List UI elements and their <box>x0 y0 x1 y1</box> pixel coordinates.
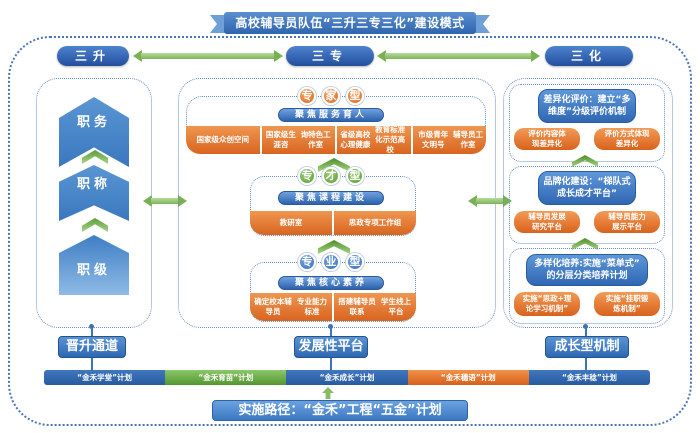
diagram-title: 高校辅导员队伍“三升三专三化”建设模式 <box>224 12 476 34</box>
focus-core: 聚焦核心素养 <box>278 276 384 290</box>
brand-building: 品牌化建设：“梯队式成长成才平台” <box>538 171 636 205</box>
footer-promotion-channel: 晋升通道 <box>58 336 126 358</box>
footer-development-platform: 发展性平台 <box>294 336 368 358</box>
badge-char: 型 <box>346 253 364 271</box>
connector-dot <box>583 324 588 329</box>
connector-line <box>91 358 93 370</box>
expert-items: 国家级众创空间 国家级生涯咨询特色工作室 省级高校心理健康教育标准化示范高校 市… <box>186 126 486 154</box>
plan-jinhe-yumiao: “金禾育苗”计划 <box>165 370 287 385</box>
plan-jinhe-xuetang: “金禾学堂”计划 <box>44 370 166 385</box>
badge-char: 业 <box>322 253 340 271</box>
diverse-group <box>509 248 665 324</box>
plan-jinhe-fengren: “金禾丰稔”计划 <box>528 370 650 385</box>
expert-item: 国家级众创空间 <box>186 126 262 154</box>
connector-line <box>585 358 587 370</box>
connector-line <box>330 328 332 338</box>
connector-dot <box>89 324 94 329</box>
double-arrow-right-top <box>377 50 540 62</box>
connector-dot <box>328 324 333 329</box>
diff-sub: 评价内容体现差异化 <box>514 128 580 150</box>
double-arrow-right-mid <box>468 195 512 207</box>
plan-jinhe-suiyu: “金禾穗语”计划 <box>407 370 529 385</box>
brand-sub: 辅导员发展研究平台 <box>514 211 580 233</box>
badge-char: 型 <box>346 87 364 105</box>
connector-line <box>91 328 93 338</box>
talent-item: 思政专项工作组 <box>334 211 416 235</box>
badge-char: 家 <box>322 87 340 105</box>
focus-service: 聚焦服务育人 <box>278 108 384 122</box>
right-panel <box>503 78 673 328</box>
badge-char: 型 <box>346 167 364 185</box>
focus-course: 聚焦课程建设 <box>278 191 384 205</box>
badge-char: 专 <box>298 167 316 185</box>
double-arrow-left-top <box>133 50 283 62</box>
expert-item: 省级高校心理健康教育标准化示范高校 <box>337 126 413 154</box>
connector-line <box>330 358 332 370</box>
footer-growth-mechanism: 成长型机制 <box>545 336 629 358</box>
brand-sub: 辅导员能力展示平台 <box>594 211 660 233</box>
header-san-sheng: 三升 <box>57 46 129 66</box>
plan-jinhe-chengzhang: “金禾成长”计划 <box>286 370 408 385</box>
outer-frame <box>8 36 692 426</box>
professional-item: 确定校本辅导员专业能力标准 <box>250 293 334 321</box>
header-san-zhuan: 三专 <box>286 46 374 66</box>
talent-items: 教研室 思政专项工作组 <box>250 211 416 235</box>
connector-line <box>585 328 587 338</box>
expert-item: 市级青年文明号辅导员工作室 <box>412 126 486 154</box>
expert-item: 国家级生涯咨询特色工作室 <box>261 126 337 154</box>
badge-char: 专 <box>298 253 316 271</box>
implementation-path: 实施路径：“金禾”工程“五金”计划 <box>212 400 468 421</box>
title-ribbon: 高校辅导员队伍“三升三专三化”建设模式 <box>210 12 490 34</box>
professional-items: 确定校本辅导员专业能力标准 搭建辅导员联系学生线上平台 <box>250 293 416 321</box>
diff-evaluation: 差异化评价：建立“多维度”分级评价机制 <box>538 89 636 123</box>
double-arrow-left-mid <box>143 195 187 207</box>
diverse-training: 多样化培养:实施“菜单式”的分层分类培养计划 <box>526 254 648 286</box>
badge-char: 专 <box>298 87 316 105</box>
professional-item: 搭建辅导员联系学生线上平台 <box>334 293 416 321</box>
diff-group <box>509 84 665 162</box>
header-san-hua: 三化 <box>545 46 633 66</box>
badge-char: 才 <box>322 167 340 185</box>
plan-bar: “金禾学堂”计划 “金禾育苗”计划 “金禾成长”计划 “金禾穗语”计划 “金禾丰… <box>44 370 650 385</box>
diverse-sub: 实施“思政+理论学习机制” <box>514 292 580 316</box>
talent-item: 教研室 <box>250 211 334 235</box>
diff-sub: 评价方式体现差异化 <box>594 128 660 150</box>
diverse-sub: 实施“挂职锻炼机制” <box>594 292 660 316</box>
